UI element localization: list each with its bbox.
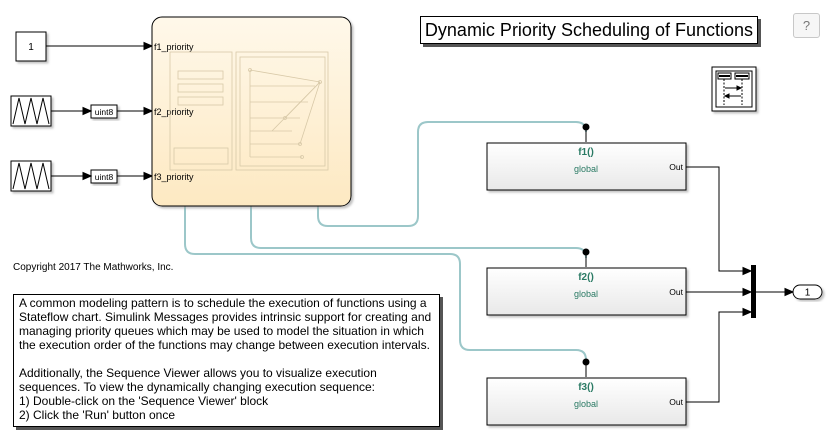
conversion-label: uint8 [95,107,114,117]
function-name: f3() [578,382,594,393]
copyright-text: Copyright 2017 The Mathworks, Inc. [13,262,174,273]
function-scope: global [574,399,598,409]
function-scope: global [574,289,598,299]
chart-port-label-f1: f1_priority [154,42,194,52]
output-signal-lines [686,166,795,403]
stateflow-scheduler-chart[interactable]: f1_priority f2_priority f3_priority [151,16,352,207]
repeating-sequence-block-2[interactable] [10,160,52,192]
function-name: f1() [578,147,594,158]
help-button[interactable]: ? [793,13,820,38]
chart-port-label-f2: f2_priority [154,107,194,117]
description-step-1: 1) Double-click on the 'Sequence Viewer'… [19,394,269,408]
constant-value: 1 [28,42,34,53]
input-signal-lines [46,41,154,181]
outport-block[interactable]: 1 [792,284,823,300]
function-call-line-f1[interactable] [317,121,587,227]
outport-number: 1 [805,288,811,299]
mux-block[interactable] [751,265,756,318]
function-block-f1[interactable]: f1() global Out [486,142,687,191]
chart-thumbnail [169,51,329,171]
description-paragraph-1: A common modeling pattern is to schedule… [19,296,432,352]
description-paragraph-2: Additionally, the Sequence Viewer allows… [19,366,434,422]
data-type-conversion-block-1[interactable]: uint8 [90,104,118,119]
function-block-f2[interactable]: f2() global Out [486,267,687,316]
triangle-wave-icon [12,162,50,190]
sequence-viewer-block[interactable] [711,66,757,112]
data-type-conversion-block-2[interactable]: uint8 [90,169,118,184]
function-call-line-f3[interactable] [184,206,587,361]
function-out-port-label: Out [669,162,683,172]
model-title: Dynamic Priority Scheduling of Functions [420,16,758,44]
function-out-port-label: Out [669,397,683,407]
function-scope: global [574,164,598,174]
description-line: Additionally, the Sequence Viewer allows… [19,366,377,394]
repeating-sequence-block-1[interactable] [10,95,52,127]
function-out-port-label: Out [669,287,683,297]
chart-port-label-f3: f3_priority [154,172,194,182]
sequence-viewer-icon [715,70,753,108]
conversion-label: uint8 [95,172,114,182]
constant-block[interactable]: 1 [15,31,47,62]
description-annotation: A common modeling pattern is to schedule… [13,294,440,427]
triangle-wave-icon [12,97,50,125]
function-name: f2() [578,272,594,283]
description-step-2: 2) Click the 'Run' button once [19,408,175,422]
function-block-f3[interactable]: f3() global Out [486,377,687,426]
